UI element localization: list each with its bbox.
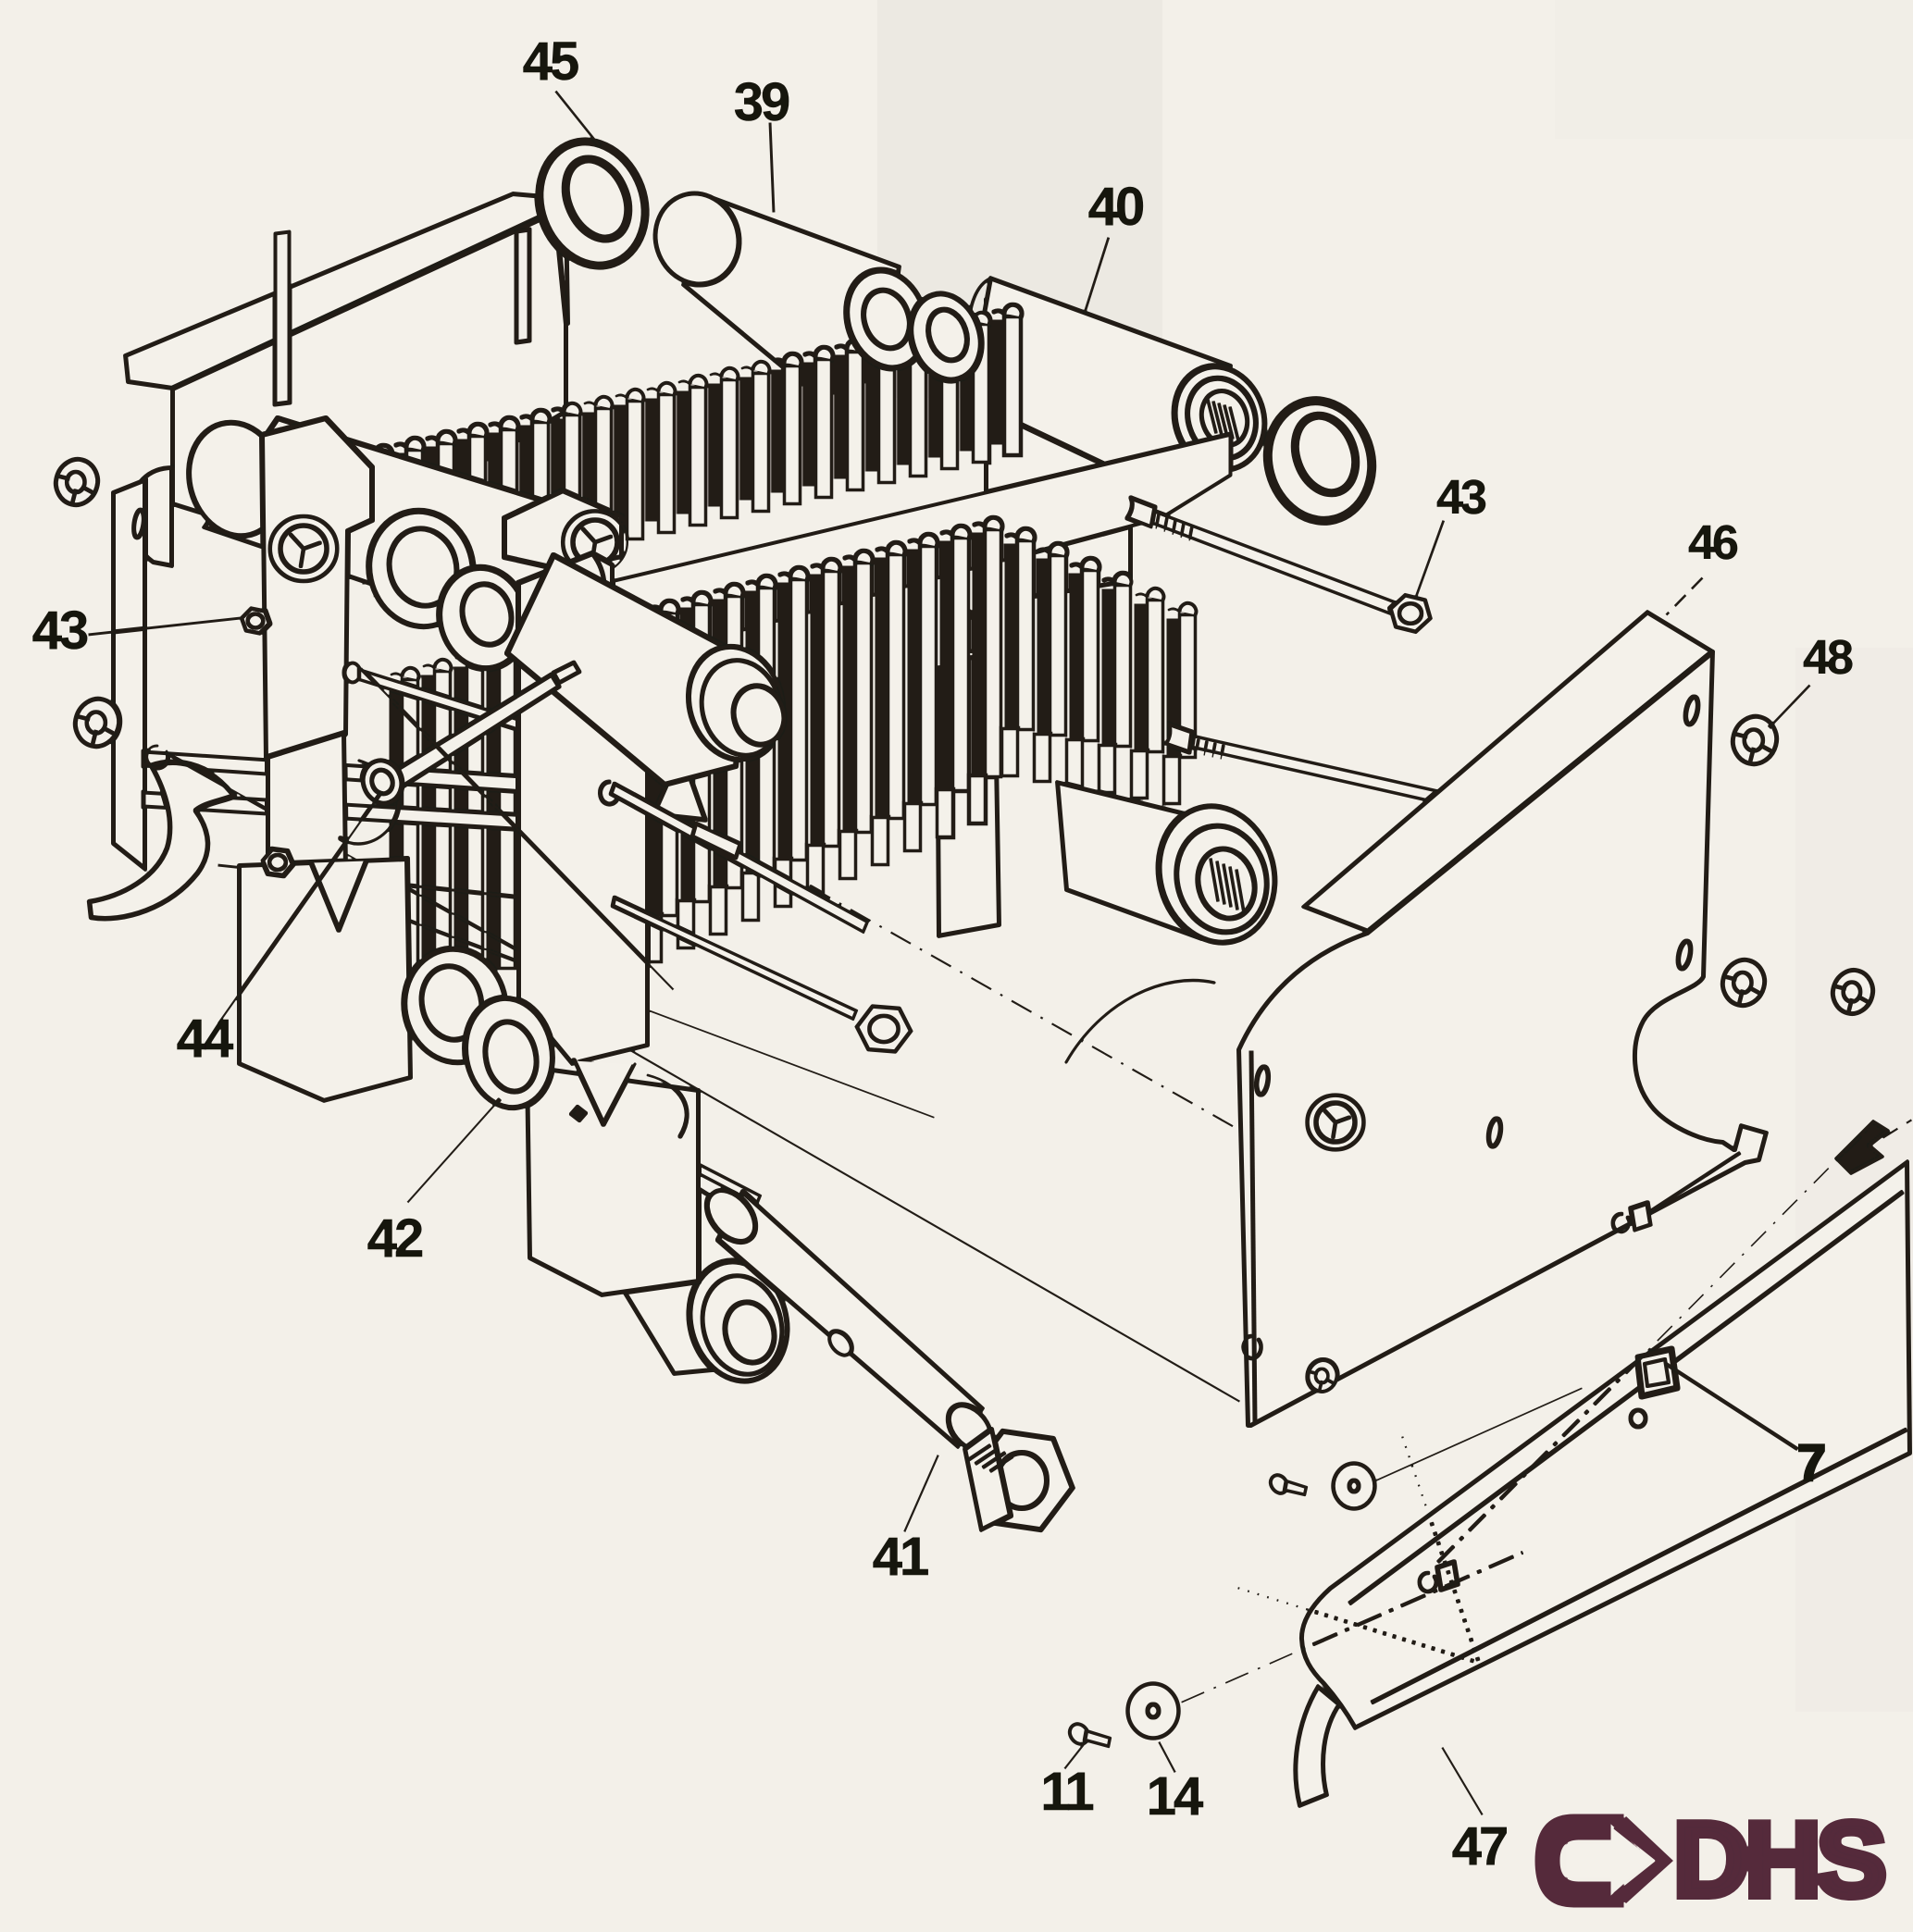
svg-text:42: 42 — [367, 1208, 422, 1269]
svg-text:47: 47 — [1452, 1816, 1507, 1876]
svg-text:14: 14 — [1147, 1766, 1203, 1827]
svg-text:11: 11 — [1040, 1762, 1093, 1822]
svg-text:46: 46 — [1688, 516, 1738, 570]
svg-text:7: 7 — [1797, 1433, 1824, 1492]
svg-text:43: 43 — [1436, 471, 1486, 525]
svg-text:39: 39 — [734, 72, 789, 132]
svg-text:45: 45 — [523, 31, 578, 92]
svg-text:43: 43 — [32, 601, 88, 661]
svg-text:48: 48 — [1803, 631, 1853, 685]
svg-text:44: 44 — [177, 1009, 233, 1069]
svg-text:41: 41 — [873, 1527, 928, 1587]
svg-text:40: 40 — [1088, 177, 1143, 237]
svg-text:DHS: DHS — [1673, 1802, 1883, 1919]
